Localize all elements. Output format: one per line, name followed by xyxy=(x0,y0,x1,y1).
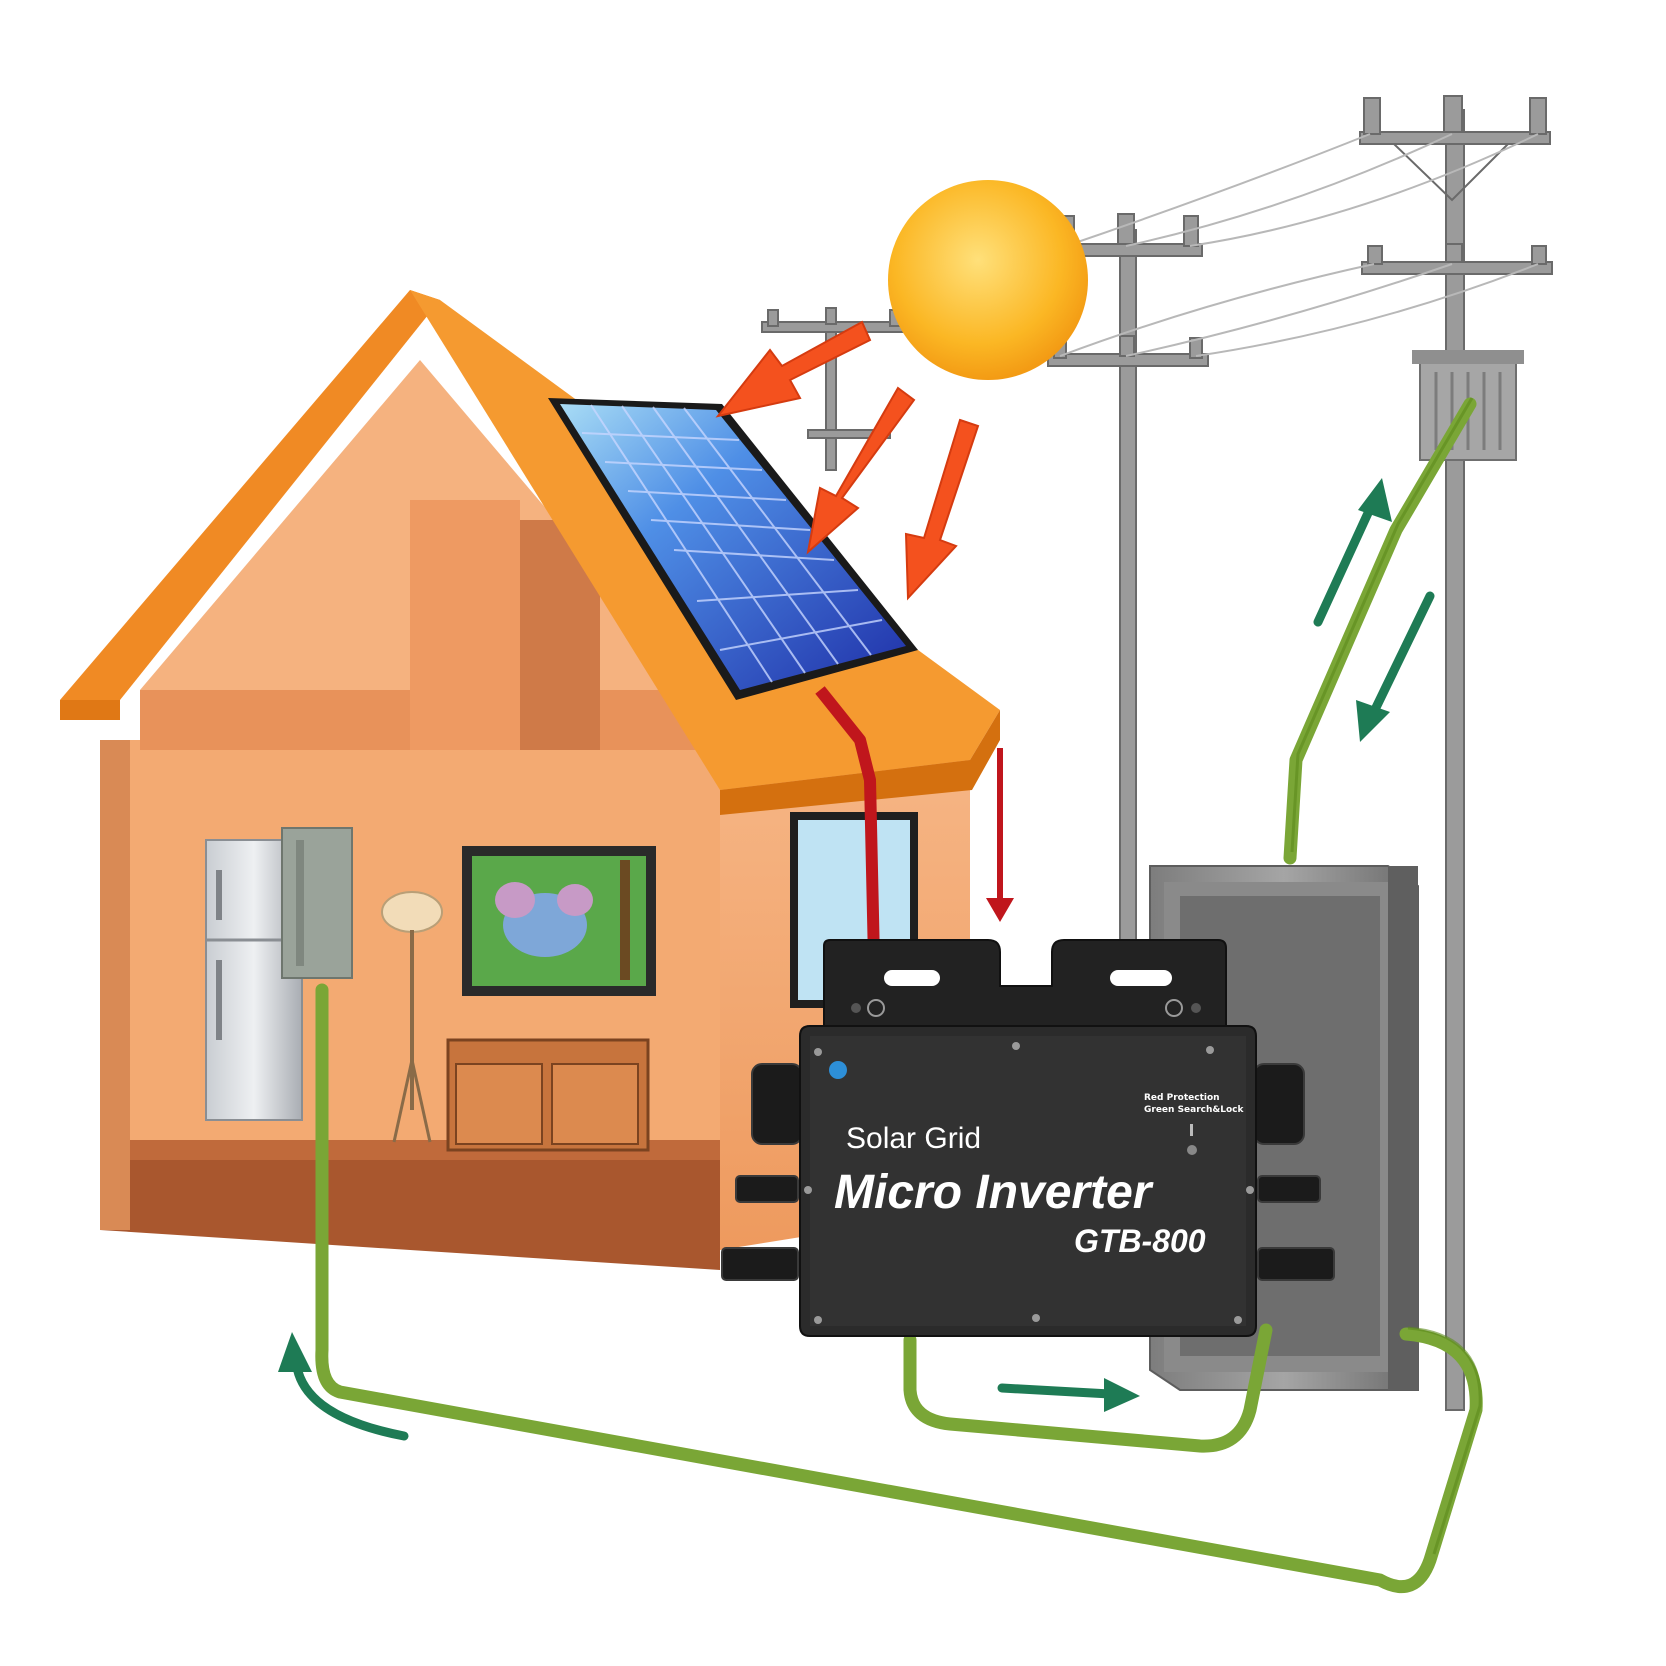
inverter-line1: Solar Grid xyxy=(846,1122,981,1155)
distribution-box xyxy=(281,827,353,979)
led-label-red: Red Protection xyxy=(1144,1093,1220,1103)
cabinet xyxy=(446,1038,650,1152)
sun-rays xyxy=(715,320,980,601)
ac-flow-arrows xyxy=(291,495,1435,1441)
tv-icon xyxy=(462,846,656,996)
floor-lamp-icon xyxy=(381,891,443,1143)
dc-cable xyxy=(815,686,880,961)
micro-inverter-icon: Red Protection Green Search&Lock Solar G… xyxy=(721,939,1335,1337)
dc-flow-arrow xyxy=(986,748,1014,922)
sun-icon xyxy=(888,180,1088,380)
power-lines xyxy=(1059,133,1539,357)
inverter-model: GTB-800 xyxy=(1074,1223,1206,1259)
inverter-title: Micro Inverter xyxy=(834,1166,1154,1219)
led-label-green: Green Search&Lock xyxy=(1144,1105,1245,1115)
solar-panel-icon xyxy=(548,398,918,700)
